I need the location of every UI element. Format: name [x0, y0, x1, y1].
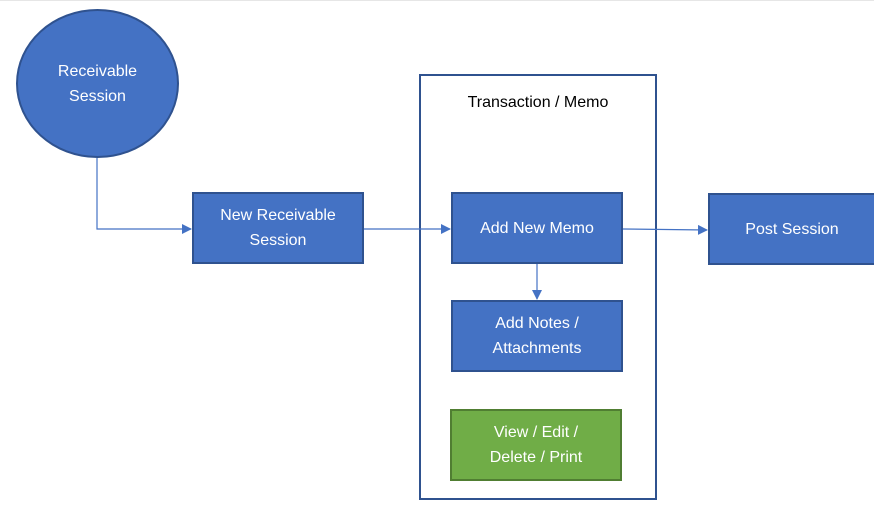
node-label-line: Post Session — [745, 220, 839, 238]
connector-start-to-new-session — [96, 158, 192, 234]
view-edit-delete-print-node[interactable]: View / Edit / Delete / Print — [450, 409, 622, 481]
add-new-memo-node[interactable]: Add New Memo — [451, 192, 623, 264]
node-label-line: New Receivable — [220, 207, 336, 224]
new-receivable-session-node[interactable]: New Receivable Session — [192, 192, 364, 264]
post-session-node[interactable]: Post Session — [708, 193, 874, 265]
node-label-line: Session — [69, 87, 126, 105]
connector-add-memo-to-post-session — [622, 224, 708, 235]
receivable-session-start-node[interactable]: Receivable Session — [16, 9, 179, 158]
node-label-line: Add New Memo — [480, 219, 594, 237]
node-label-line: Session — [249, 232, 307, 249]
add-notes-attachments-node[interactable]: Add Notes / Attachments — [451, 300, 623, 372]
node-label-line: View / Edit / — [493, 424, 579, 441]
node-label-line: Add Notes / — [495, 315, 579, 332]
node-label-line: Attachments — [492, 340, 582, 357]
node-label-line: Receivable — [57, 62, 138, 80]
node-label-line: Delete / Print — [489, 449, 583, 466]
container-title: Transaction / Memo — [467, 94, 609, 111]
top-divider — [0, 0, 874, 1]
